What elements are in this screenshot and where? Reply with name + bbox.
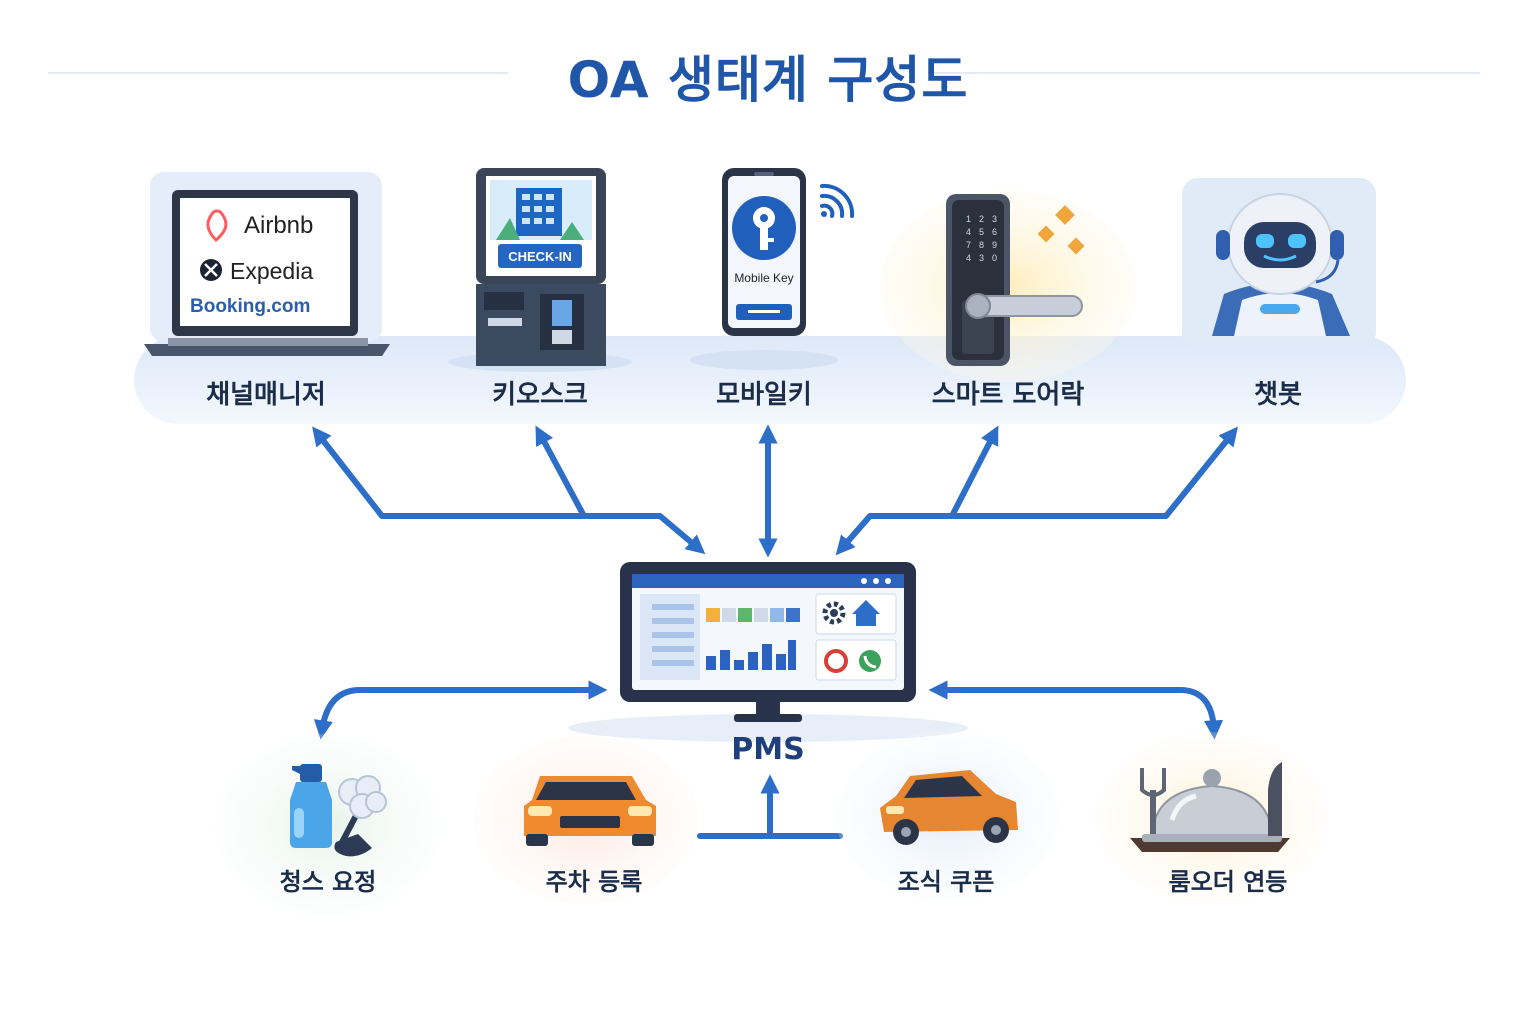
node-label-mobile-key: 모바일키 [716, 380, 812, 410]
node-label-cleaning: 청스 요정 [279, 868, 377, 896]
keypad-digit: 4 [966, 227, 971, 237]
node-label-breakfast: 조식 쿠픈 [897, 868, 995, 896]
cleaning-spray-icon [214, 734, 442, 918]
check-in-label: CHECK-IN [508, 249, 572, 264]
arrow-cleaning [313, 680, 608, 740]
airbnb-icon [206, 209, 228, 243]
keypad-digit: 8 [979, 240, 984, 250]
node-label-chatbot: 챗봇 [1254, 380, 1302, 410]
kiosk-icon: CHECK-IN [448, 168, 632, 372]
node-label-kiosk: 키오스크 [492, 380, 588, 410]
expedia-label: Expedia [230, 258, 313, 284]
arrow-kiosk [535, 425, 587, 519]
keypad-digit: 7 [966, 240, 971, 250]
key-icon [753, 207, 775, 250]
laptop-icon: Airbnb Expedia Booking.com [144, 172, 390, 356]
node-label-door-lock: 스마트 도어락 [931, 380, 1085, 410]
gear-icon [822, 601, 846, 625]
keypad-digit: 5 [979, 227, 984, 237]
arrow-chatbot [835, 426, 1239, 556]
smartphone-icon: Mobile Key [690, 168, 855, 370]
arrow-bottom-services [697, 784, 843, 839]
arrow-door-lock [949, 425, 999, 519]
keypad-digit: 4 [966, 253, 971, 263]
cloche-icon [1096, 732, 1328, 904]
robot-icon [1182, 178, 1376, 348]
arrow-channel-manager [312, 426, 706, 555]
booking-label: Booking.com [190, 296, 310, 317]
monitor-icon [568, 562, 968, 742]
node-label-room-order: 룸오더 연등 [1168, 868, 1288, 896]
wifi-signal-icon [820, 183, 855, 218]
car-icon [836, 730, 1060, 902]
fork-icon [1140, 768, 1166, 834]
keypad-digit: 0 [992, 253, 997, 263]
keypad-digit: 3 [992, 214, 997, 224]
node-label-channel-manager: 채널매니저 [206, 380, 326, 410]
keypad-digit: 1 [966, 214, 971, 224]
keypad-digit: 6 [992, 227, 997, 237]
car-icon [474, 736, 698, 904]
hub-label-pms: PMS [731, 732, 805, 767]
page-title: OA 생태계 구성도 [567, 51, 969, 109]
keypad-digit: 3 [979, 253, 984, 263]
airbnb-label: Airbnb [244, 212, 313, 239]
arrow-room-order [928, 680, 1224, 740]
knife-icon [1268, 762, 1282, 836]
duster-icon [334, 775, 387, 857]
keypad-digit: 2 [979, 214, 984, 224]
node-label-parking: 주차 등록 [545, 868, 643, 896]
phone-icon [859, 650, 881, 672]
stop-icon [824, 649, 848, 673]
home-icon [852, 600, 880, 626]
expedia-icon [200, 259, 222, 281]
keypad-digit: 9 [992, 240, 997, 250]
connector-arrows [312, 424, 1239, 839]
mobile-key-label: Mobile Key [734, 271, 793, 285]
